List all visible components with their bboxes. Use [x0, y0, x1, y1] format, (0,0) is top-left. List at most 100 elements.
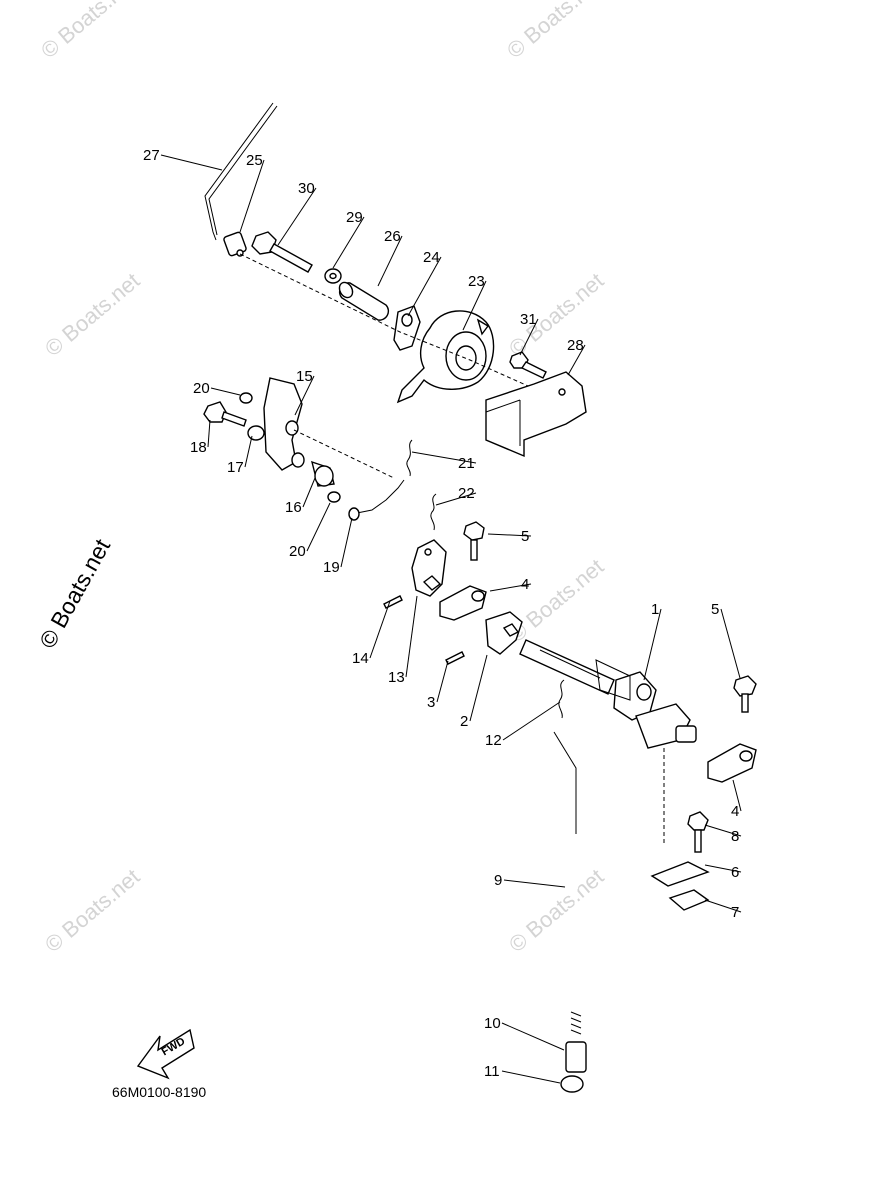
callout-number: 23 [468, 273, 485, 290]
callout-c5b: 5 [711, 601, 741, 679]
callout-number: 12 [485, 732, 502, 749]
callout-leader-line [567, 344, 586, 376]
part-25-clip [223, 231, 247, 257]
diagram-code: 66M0100-8190 [112, 1084, 207, 1100]
part-9-rod [553, 731, 582, 1040]
callout-c31: 31 [519, 311, 539, 356]
callout-number: 22 [458, 485, 475, 502]
callout-number: 28 [567, 337, 584, 354]
callout-leader-line [501, 1022, 565, 1051]
callout-leader-line [340, 517, 353, 568]
callout-number: 20 [193, 380, 210, 397]
callout-leader-line [643, 608, 662, 681]
callout-leader-line [503, 879, 566, 888]
part-4-clamp-right [707, 743, 757, 783]
callout-c1: 1 [643, 601, 662, 681]
part-7-plate [668, 889, 710, 911]
callout-c16: 16 [285, 477, 316, 516]
callout-leader-line [732, 779, 742, 812]
callout-c6: 6 [704, 864, 742, 881]
part-21-clip [406, 439, 413, 477]
callout-number: 13 [388, 669, 405, 686]
part-8-bolt [687, 811, 709, 853]
part-20-washer-upper [239, 392, 253, 404]
callout-number: 27 [143, 147, 160, 164]
part-5-bolt-right [733, 675, 757, 713]
part-4-clamp-upper [439, 585, 487, 621]
part-14-pin [383, 595, 403, 609]
callout-leader-line [489, 583, 532, 592]
part-29-washer [324, 268, 342, 284]
callout-leader-line [277, 187, 317, 246]
callout-c14: 14 [352, 600, 391, 667]
part-12-clip [558, 679, 565, 719]
callout-number: 29 [346, 209, 363, 226]
callout-number: 4 [521, 576, 529, 593]
part-30-bolt [251, 231, 313, 273]
callout-number: 9 [494, 872, 502, 889]
callout-leader-line [435, 492, 477, 506]
callout-number: 6 [731, 864, 739, 881]
callout-leader-line [207, 419, 211, 448]
callout-c20a: 20 [193, 380, 241, 397]
callout-leader-line [704, 824, 742, 837]
callout-c18: 18 [190, 419, 211, 456]
callout-number: 10 [484, 1015, 501, 1032]
callout-leader-line [244, 435, 253, 468]
callout-leader-line [407, 256, 442, 317]
callout-leader-line [411, 451, 477, 464]
callout-number: 20 [289, 543, 306, 560]
part-1-shaft-assembly [519, 639, 697, 749]
callout-leader-line [704, 899, 742, 913]
callout-c9: 9 [494, 872, 566, 889]
callout-number: 4 [731, 803, 739, 820]
callout-c19: 19 [323, 517, 353, 576]
part-6-plate [650, 861, 710, 887]
callout-number: 5 [711, 601, 719, 618]
callout-leader-line [210, 387, 241, 396]
part-26-sleeve [338, 281, 390, 321]
callout-c30: 30 [277, 180, 317, 246]
callout-leader-line [501, 1070, 561, 1084]
part-2-clamp [485, 611, 523, 655]
callout-c5a: 5 [487, 528, 532, 545]
part-13-lever-arm [411, 539, 447, 597]
callout-leader-line [502, 701, 561, 741]
part-3-pin [445, 651, 465, 665]
callout-number: 2 [460, 713, 468, 730]
callout-leader-line [487, 533, 532, 537]
callout-c26: 26 [377, 228, 403, 287]
part-18-bolt [203, 401, 247, 427]
callout-leader-line [369, 600, 391, 659]
callout-leader-line [377, 235, 403, 287]
callout-c2: 2 [460, 654, 488, 730]
part-24-lever-plate [393, 305, 421, 351]
callout-number: 16 [285, 499, 302, 516]
part-11-nut [560, 1075, 584, 1093]
callout-c11: 11 [484, 1063, 561, 1084]
fwd-arrow: FWD [136, 1028, 195, 1080]
callout-number: 24 [423, 249, 440, 266]
part-20-washer-lower [327, 491, 341, 503]
callout-number: 31 [520, 311, 537, 328]
callout-number: 19 [323, 559, 340, 576]
callout-leader-line [436, 660, 449, 703]
part-16-collar [311, 460, 335, 487]
callout-c25: 25 [239, 152, 265, 233]
callout-leader-line [294, 375, 315, 416]
part-19-link-rod [348, 479, 405, 521]
callout-c21: 21 [411, 451, 477, 472]
callout-number: 11 [484, 1063, 500, 1080]
callout-leader-line [239, 159, 265, 233]
callout-c27: 27 [143, 147, 223, 171]
part-28-bracket [485, 371, 587, 458]
callout-number: 14 [352, 650, 369, 667]
callout-leader-line [469, 654, 488, 722]
callout-leader-line [160, 154, 223, 171]
callout-number: 30 [298, 180, 315, 197]
callout-c24: 24 [407, 249, 442, 317]
part-17-washer [247, 425, 265, 441]
callout-leader-line [704, 864, 742, 873]
